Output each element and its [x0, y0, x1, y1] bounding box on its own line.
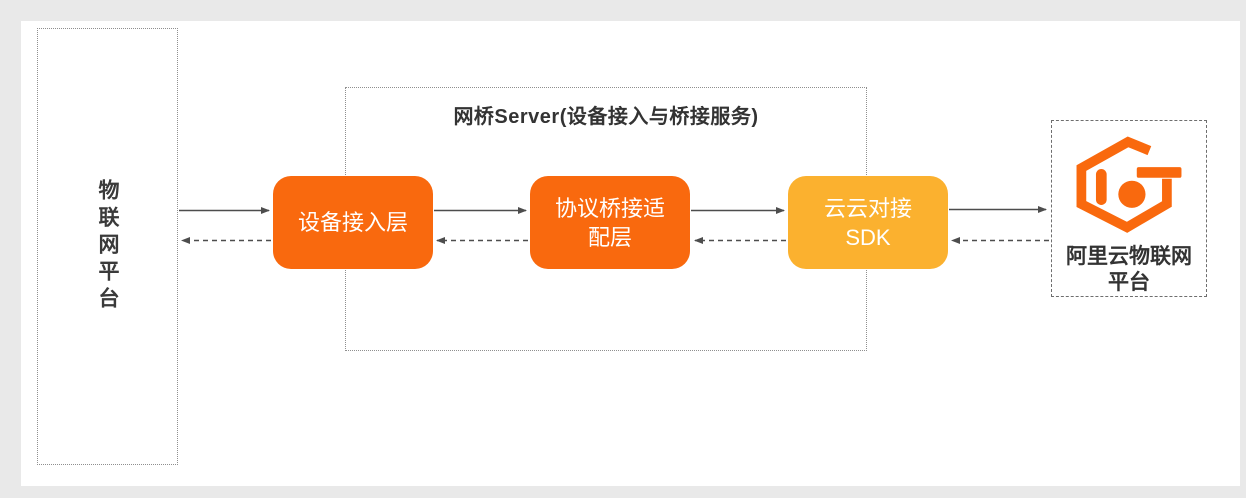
node-protocol-bridge-adapter-layer: 协议桥接适 配层 — [530, 176, 690, 269]
node-cloud-cloud-sdk: 云云对接 SDK — [788, 176, 948, 269]
node-label-line: 配层 — [587, 224, 632, 250]
node-label-line: SDK — [845, 224, 891, 250]
bridge-server-title: 网桥Server(设备接入与桥接服务) — [453, 106, 759, 128]
aliyun-iot-platform-box: 阿里云物联网 平台 — [1051, 120, 1207, 297]
iot-platform-box: 物联网平台 — [37, 28, 178, 465]
aliyun-platform-label-line: 阿里云物联网 — [1066, 245, 1192, 268]
node-device-access-layer: 设备接入层 — [273, 176, 433, 269]
aliyun-platform-label: 阿里云物联网 平台 — [1066, 244, 1192, 296]
node-label-line: 协议桥接适 — [554, 195, 665, 221]
node-label-line: 设备接入层 — [297, 210, 408, 235]
aliyun-iot-logo-icon — [1076, 136, 1182, 233]
aliyun-platform-label-line: 平台 — [1108, 271, 1150, 294]
node-label-line: 云云对接 — [823, 195, 912, 221]
iot-platform-label: 物联网平台 — [96, 179, 119, 314]
